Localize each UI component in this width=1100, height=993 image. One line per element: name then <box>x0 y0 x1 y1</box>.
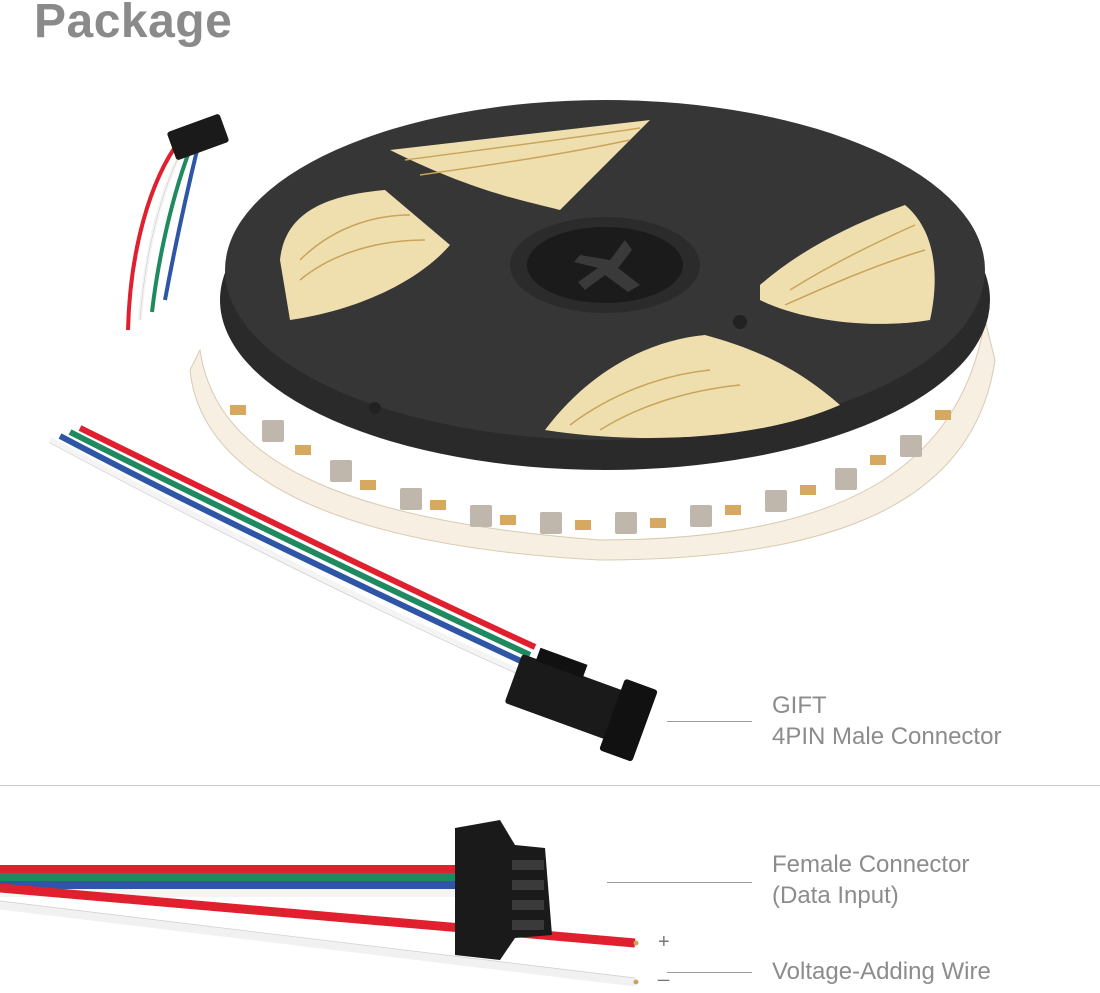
gift-label-line2: 4PIN Male Connector <box>772 723 1002 750</box>
voltage-wire-label: Voltage-Adding Wire <box>772 958 991 985</box>
plus-marker: + <box>658 931 670 953</box>
small-connector <box>167 114 229 160</box>
long-wire-bundle <box>48 425 537 676</box>
page-title: Package <box>34 0 233 48</box>
section-divider <box>0 785 1100 786</box>
led-strip-band <box>189 319 996 561</box>
gift-label: GIFT 4PIN Male Connector <box>772 690 1001 752</box>
female-label-line1: Female Connector <box>772 851 970 878</box>
female-connector <box>455 820 552 960</box>
male-connector <box>505 647 658 762</box>
reel <box>220 100 990 470</box>
female-leader-line <box>607 882 752 883</box>
gift-label-line1: GIFT <box>772 692 827 719</box>
female-label-line2: (Data Input) <box>772 882 899 909</box>
female-connector-label: Female Connector (Data Input) <box>772 849 969 911</box>
small-wire-bundle <box>126 114 229 331</box>
voltage-leader-line <box>667 972 752 973</box>
minus-marker: _ <box>658 960 670 982</box>
gift-leader-line <box>667 721 752 722</box>
